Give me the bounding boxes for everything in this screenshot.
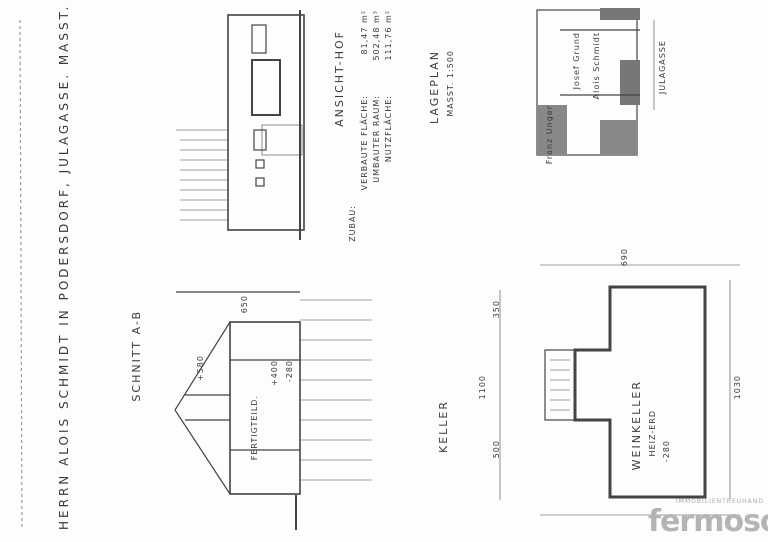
zubau-value: 81,47 m² bbox=[360, 10, 369, 55]
zubau-label: VERBAUTE FLÄCHE: bbox=[360, 95, 369, 191]
section-level: -280 bbox=[285, 360, 294, 383]
site-plan-scale: MASST. 1:500 bbox=[446, 50, 455, 117]
room-sub-label: HEIZ-ERD bbox=[648, 410, 657, 457]
basement-dim: 1100 bbox=[478, 375, 487, 400]
section-floor-label: FERTIGTEILD. bbox=[250, 395, 259, 461]
parcel-label: Alois Schmidt bbox=[592, 32, 601, 100]
section-level: +580 bbox=[196, 355, 205, 381]
section-level: +400 bbox=[270, 360, 279, 386]
basement-plan-drawing bbox=[499, 264, 740, 516]
elevation-drawing bbox=[176, 10, 305, 240]
brand-logo: fermoso bbox=[648, 504, 768, 539]
elevation-label: ANSICHT-HOF bbox=[333, 30, 346, 127]
drawing-title: HERRN ALOIS SCHMIDT IN PODERSDORF, JULAG… bbox=[57, 0, 71, 530]
site-plan-label: LAGEPLAN bbox=[428, 50, 441, 124]
basement-width: 690 bbox=[620, 248, 629, 267]
basement-dim: 350 bbox=[492, 300, 501, 319]
section-drawing bbox=[174, 291, 372, 530]
zubau-label: NUTZFLÄCHE: bbox=[384, 95, 393, 163]
fold-line bbox=[19, 19, 23, 531]
zubau-heading: ZUBAU: bbox=[348, 205, 357, 242]
parcel-label: Josef Grund bbox=[572, 32, 581, 90]
site-plan-drawing bbox=[536, 8, 655, 156]
room-label: WEINKELLER bbox=[630, 380, 643, 471]
basement-label: KELLER bbox=[437, 400, 450, 454]
section-label: SCHNITT A-B bbox=[130, 310, 143, 402]
parcel-label: Franz Unger bbox=[545, 105, 554, 165]
brand-tagline: IMMOBILIENTREUHAND bbox=[676, 498, 764, 505]
basement-dim: 500 bbox=[492, 440, 501, 459]
section-width: 650 bbox=[240, 295, 249, 314]
roof-hatching bbox=[176, 124, 303, 221]
basement-level: -280 bbox=[662, 440, 671, 463]
street-label: JULAGASSE bbox=[658, 40, 667, 95]
basement-depth: 1030 bbox=[733, 375, 742, 400]
zubau-value: 502,48 m³ bbox=[372, 10, 381, 61]
zubau-label: UMBAUTER RAUM: bbox=[372, 95, 381, 183]
zubau-value: 111,76 m² bbox=[384, 10, 393, 61]
